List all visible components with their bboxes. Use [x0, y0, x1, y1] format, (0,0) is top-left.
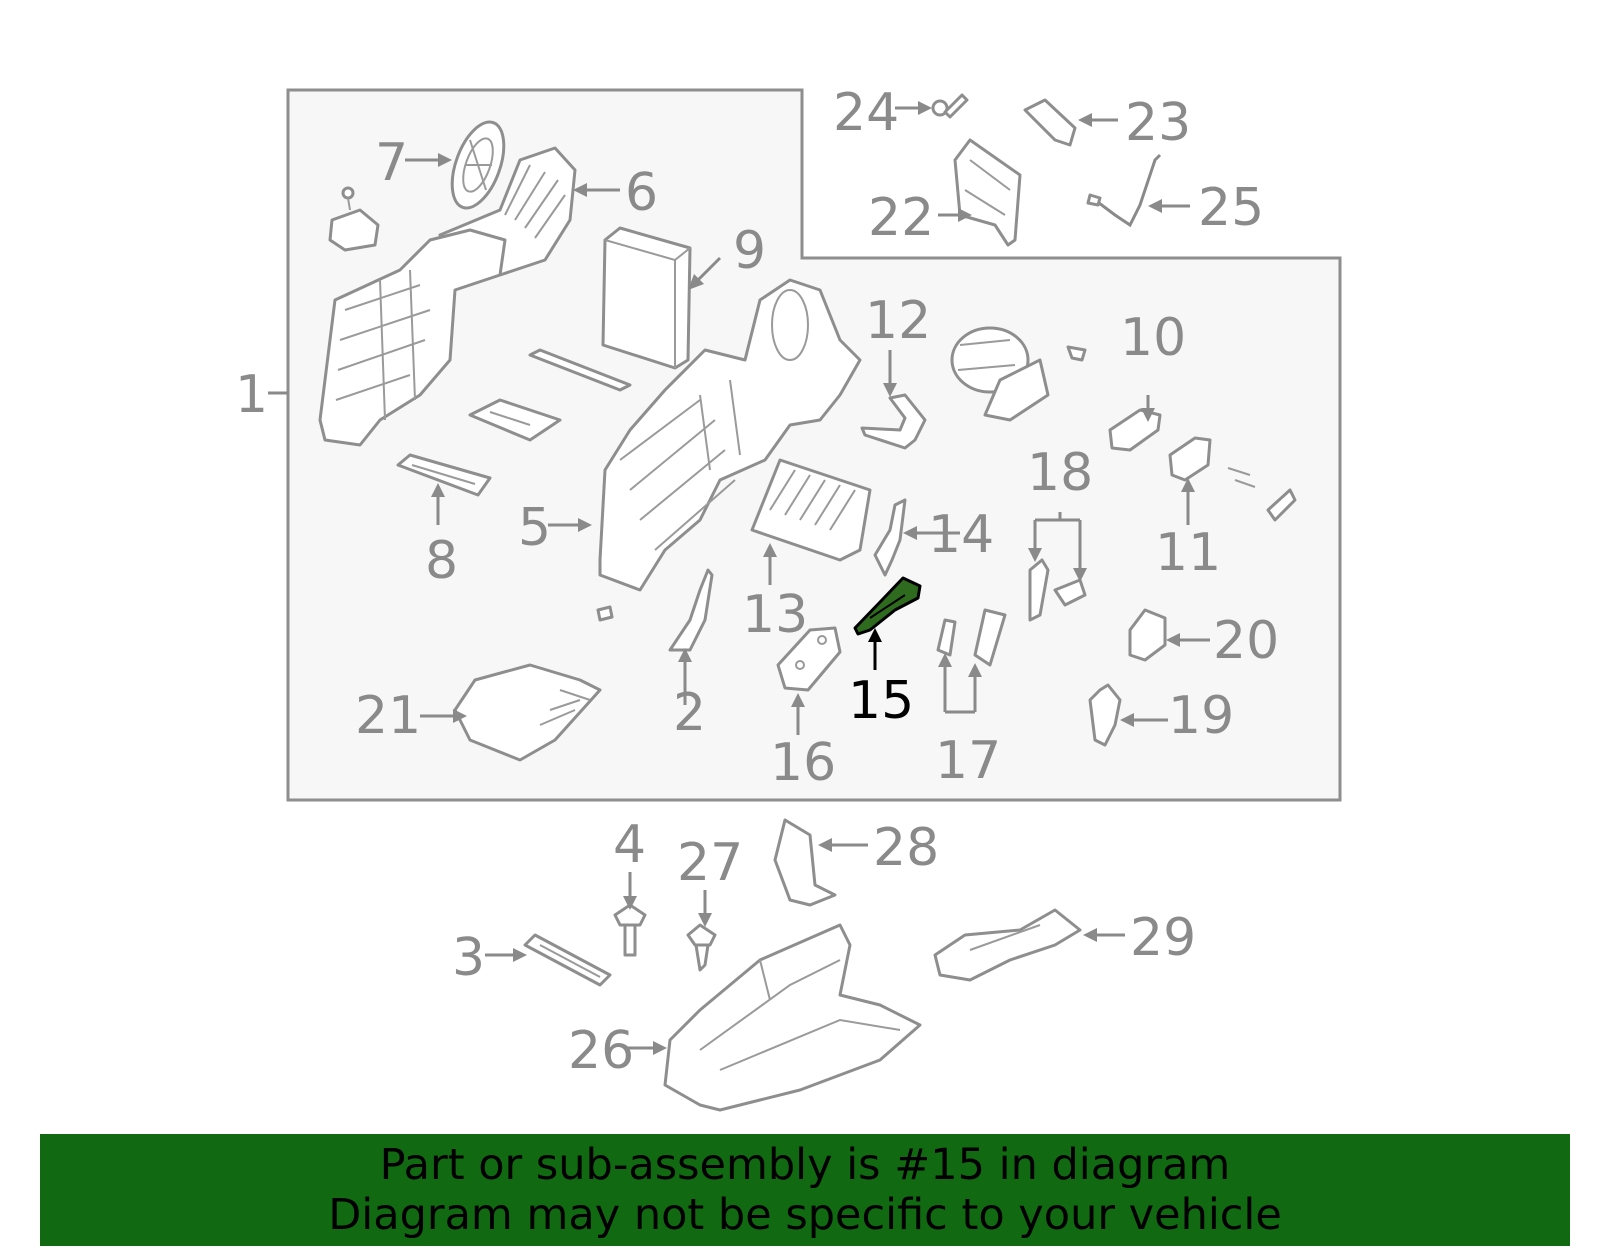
- part-12-bracket[interactable]: [860, 393, 927, 450]
- callout-8: 8: [425, 531, 458, 591]
- callout-25: 25: [1198, 178, 1264, 238]
- seal-strip-upper[interactable]: [528, 348, 632, 392]
- callout-2: 2: [673, 683, 706, 743]
- part-18-link-rod[interactable]: [1028, 558, 1050, 622]
- part-3-seal-strip[interactable]: [523, 933, 612, 987]
- callout-23: 23: [1125, 93, 1191, 153]
- part-17-lever-right[interactable]: [973, 608, 1007, 667]
- small-screws-right[interactable]: [1227, 467, 1297, 522]
- callout-3: 3: [452, 928, 485, 988]
- part-28-duct[interactable]: [773, 818, 837, 907]
- assembly-outline: [286, 88, 1342, 802]
- part-26-floor-duct[interactable]: [663, 923, 922, 1112]
- part-2-seal[interactable]: [668, 568, 714, 652]
- small-screw-1[interactable]: [1066, 345, 1087, 362]
- callout-22: 22: [868, 188, 934, 248]
- callout-12: 12: [865, 291, 931, 351]
- part-7-blower-wheel[interactable]: [442, 115, 514, 215]
- callout-27: 27: [677, 833, 743, 893]
- callout-4: 4: [613, 815, 646, 875]
- callout-15-highlighted: 15: [848, 671, 914, 731]
- part-17-lever-left[interactable]: [936, 618, 957, 657]
- callout-24: 24: [833, 83, 899, 143]
- part-23-bracket[interactable]: [1023, 98, 1077, 147]
- part-22-duct[interactable]: [953, 138, 1022, 247]
- callout-6: 6: [625, 163, 658, 223]
- part-5-hvac-case[interactable]: [598, 278, 862, 592]
- part-1-housing-left[interactable]: [318, 228, 507, 447]
- part-25-wire-harness[interactable]: [1086, 153, 1162, 228]
- banner-line-2: Diagram may not be specific to your vehi…: [328, 1190, 1282, 1240]
- callout-19: 19: [1168, 686, 1234, 746]
- callout-18: 18: [1027, 443, 1093, 503]
- part-27-push-pin[interactable]: [686, 923, 717, 972]
- callout-13: 13: [742, 585, 808, 645]
- callout-5: 5: [518, 498, 551, 558]
- part-29-duct[interactable]: [933, 908, 1082, 982]
- part-15-highlighted[interactable]: [853, 576, 922, 636]
- part-4-bolt[interactable]: [613, 903, 647, 957]
- part-11-sensor[interactable]: [1168, 436, 1212, 482]
- part-18-clip[interactable]: [1053, 578, 1087, 607]
- callout-1: 1: [235, 365, 268, 425]
- part-16-plate[interactable]: [776, 626, 842, 692]
- callout-21: 21: [355, 686, 421, 746]
- callout-labels: 1 7 6 9 8 5 12 10 18 11 14 13 15 16 17 2…: [235, 83, 1279, 1081]
- callout-20: 20: [1213, 611, 1279, 671]
- callout-16: 16: [770, 733, 836, 793]
- callout-28: 28: [873, 818, 939, 878]
- part-8-gasket[interactable]: [396, 453, 492, 497]
- callout-11: 11: [1155, 523, 1221, 583]
- notice-banner: Part or sub-assembly is #15 in diagram D…: [40, 1134, 1570, 1246]
- callout-9: 9: [733, 221, 766, 281]
- part-9-evaporator-core[interactable]: [601, 226, 692, 370]
- part-14-pipe[interactable]: [873, 498, 907, 577]
- part-24-clip[interactable]: [931, 93, 969, 119]
- callout-29: 29: [1130, 908, 1196, 968]
- callout-14: 14: [928, 505, 994, 565]
- seal-strip-lower[interactable]: [468, 398, 562, 442]
- leader-lines: [268, 101, 1210, 1055]
- part-21-control-module[interactable]: [453, 663, 602, 762]
- small-clip-part[interactable]: [328, 186, 380, 252]
- small-clip-5[interactable]: [596, 605, 614, 622]
- part-20-actuator[interactable]: [1128, 608, 1167, 662]
- callout-26: 26: [568, 1021, 634, 1081]
- callout-10: 10: [1120, 308, 1186, 368]
- blower-motor[interactable]: [950, 326, 1050, 422]
- part-19-actuator[interactable]: [1088, 683, 1122, 747]
- banner-line-1: Part or sub-assembly is #15 in diagram: [379, 1140, 1231, 1190]
- callout-7: 7: [375, 133, 408, 193]
- callout-17: 17: [935, 731, 1001, 791]
- part-13-heater-core[interactable]: [750, 458, 872, 562]
